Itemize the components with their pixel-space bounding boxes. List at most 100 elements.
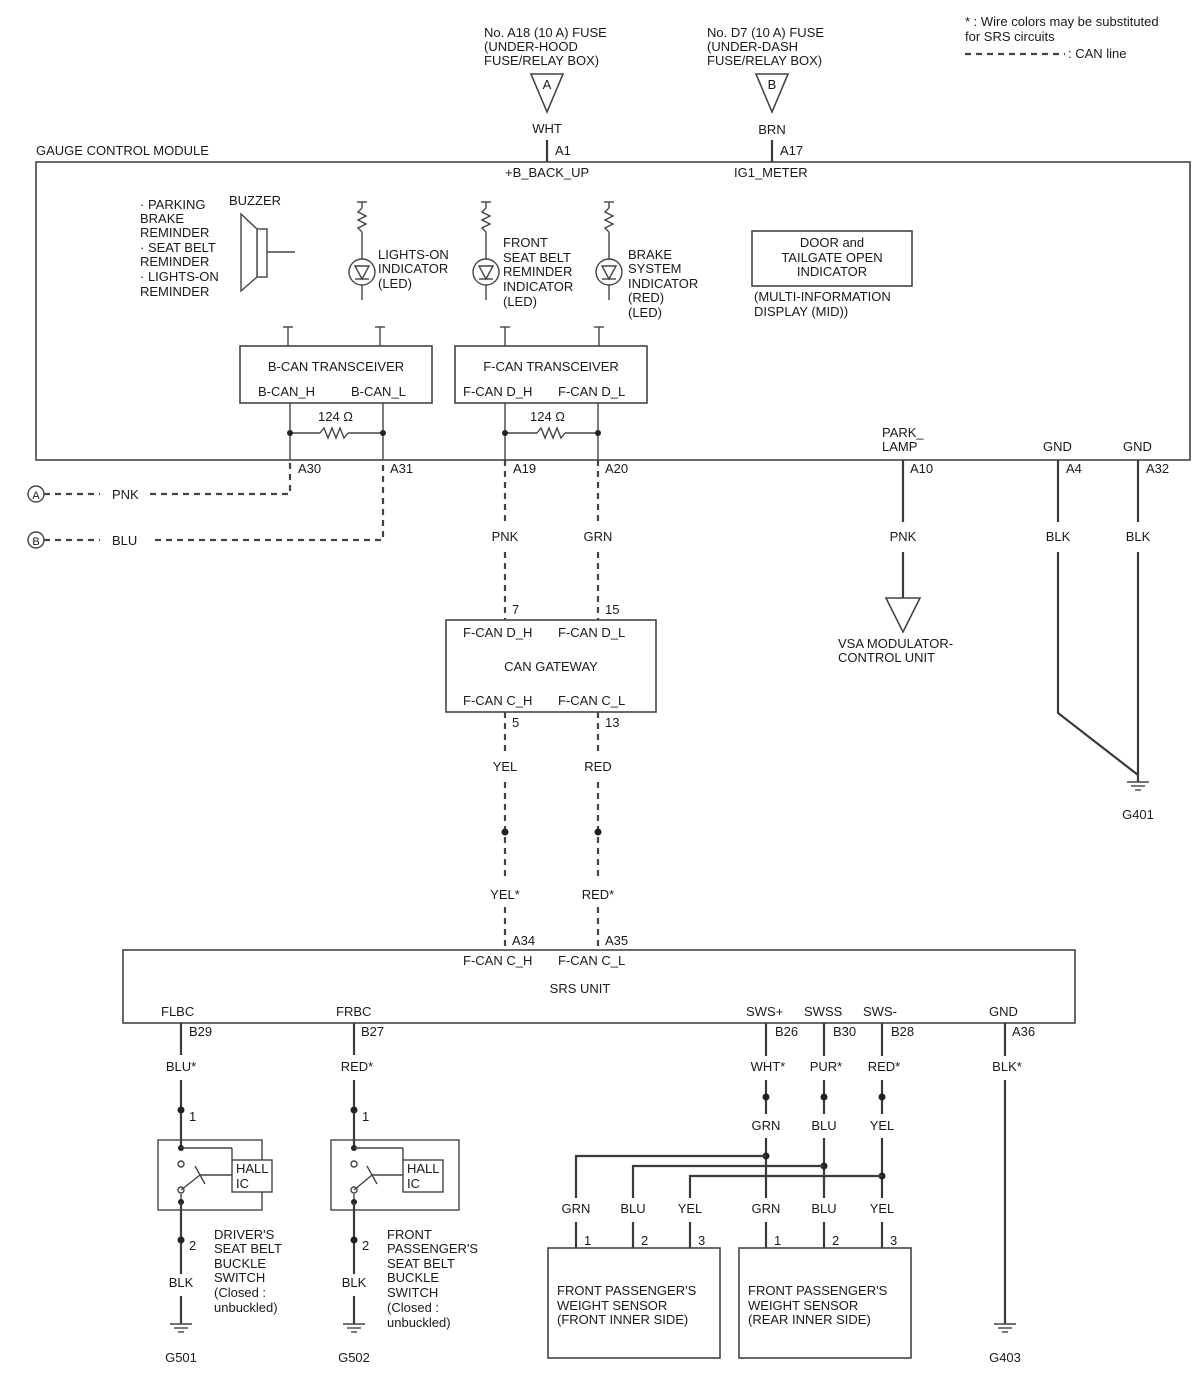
ground-g502-label: G502 bbox=[338, 1350, 370, 1365]
pin-a32: A32 bbox=[1146, 461, 1169, 476]
mid-label: (MULTI-INFORMATION DISPLAY (MID)) bbox=[754, 289, 891, 319]
passenger-hall-label-1: HALL bbox=[407, 1161, 440, 1176]
vsa-label: VSA MODULATOR- CONTROL UNIT bbox=[838, 636, 953, 665]
wire-yel-color: YEL bbox=[493, 759, 518, 774]
svg-text:DOOR and: DOOR and bbox=[800, 235, 864, 250]
svg-text:(MULTI-INFORMATION: (MULTI-INFORMATION bbox=[754, 289, 891, 304]
svg-text:(UNDER-HOOD: (UNDER-HOOD bbox=[484, 39, 578, 54]
svg-text:(LED): (LED) bbox=[628, 305, 662, 320]
ground-g501-label: G501 bbox=[165, 1350, 197, 1365]
label-ig1-meter: IG1_METER bbox=[734, 165, 808, 180]
wire-b28-yel: YEL bbox=[870, 1118, 895, 1133]
srs-pin-b28: B28 bbox=[891, 1024, 914, 1039]
park-lamp-label: PARK_ LAMP bbox=[882, 425, 924, 454]
bcan-transceiver bbox=[239, 345, 433, 404]
srs-pin-b27: B27 bbox=[361, 1024, 384, 1039]
driver-switch-pin1-dot bbox=[177, 1106, 185, 1114]
rear-sensor-grn: GRN bbox=[752, 1201, 781, 1216]
wire-a31 bbox=[155, 460, 385, 542]
bcan-h-label: B-CAN_H bbox=[258, 384, 315, 399]
rear-sensor-yel: YEL bbox=[870, 1201, 895, 1216]
driver-hall-label-2: IC bbox=[236, 1176, 249, 1191]
srs-flbc-label: FLBC bbox=[161, 1004, 194, 1019]
svg-text:· SEAT BELT: · SEAT BELT bbox=[140, 240, 216, 255]
transceiver-power-stubs bbox=[283, 326, 604, 346]
svg-text:(Closed :: (Closed : bbox=[387, 1300, 439, 1315]
svg-text:(REAR INNER SIDE): (REAR INNER SIDE) bbox=[748, 1312, 871, 1327]
svg-text:BUCKLE: BUCKLE bbox=[387, 1270, 439, 1285]
svg-text:(UNDER-DASH: (UNDER-DASH bbox=[707, 39, 798, 54]
svg-text:FRONT: FRONT bbox=[503, 235, 548, 250]
svg-text:INDICATOR: INDICATOR bbox=[378, 261, 448, 276]
front-sensor-blu: BLU bbox=[620, 1201, 645, 1216]
fcan-title: F-CAN TRANSCEIVER bbox=[483, 359, 619, 374]
wire-b30-blu: BLU bbox=[811, 1118, 836, 1133]
svg-text:(FRONT INNER SIDE): (FRONT INNER SIDE) bbox=[557, 1312, 688, 1327]
svg-text:(LED): (LED) bbox=[378, 276, 412, 291]
splice-b26 bbox=[762, 1093, 770, 1101]
pin-a4: A4 bbox=[1066, 461, 1082, 476]
svg-text:BRAKE: BRAKE bbox=[628, 247, 672, 262]
splice-b28 bbox=[878, 1093, 886, 1101]
ground-g403-icon bbox=[994, 1323, 1016, 1333]
svg-text:SEAT BELT: SEAT BELT bbox=[503, 250, 571, 265]
pin-a19: A19 bbox=[513, 461, 536, 476]
passenger-switch-pin2: 2 bbox=[362, 1238, 369, 1253]
passenger-switch-symbol-icon bbox=[350, 1145, 444, 1205]
wire-a10-color: PNK bbox=[890, 529, 917, 544]
wire-b29-color: BLU* bbox=[166, 1059, 196, 1074]
gauge-control-module bbox=[35, 161, 1191, 461]
svg-text:SWITCH: SWITCH bbox=[214, 1270, 265, 1285]
svg-text:· PARKING: · PARKING bbox=[140, 197, 206, 212]
gnd-a32-label: GND bbox=[1123, 439, 1152, 454]
srs-pin-b26: B26 bbox=[775, 1024, 798, 1039]
svg-text:No. D7 (10 A) FUSE: No. D7 (10 A) FUSE bbox=[707, 25, 824, 40]
svg-text:PASSENGER'S: PASSENGER'S bbox=[387, 1241, 478, 1256]
vsa-connector-icon bbox=[884, 597, 922, 634]
note-line1: * : Wire colors may be substituted bbox=[965, 14, 1159, 29]
bcan-title: B-CAN TRANSCEIVER bbox=[268, 359, 404, 374]
wire-front-grn-branch bbox=[574, 1154, 766, 1198]
fuse-a-connector-icon bbox=[529, 73, 565, 115]
gateway-pin-5: 5 bbox=[512, 715, 519, 730]
ground-g401-icon bbox=[1127, 781, 1149, 791]
svg-text:FUSE/RELAY BOX): FUSE/RELAY BOX) bbox=[707, 53, 822, 68]
bcan-resistor-value: 124 Ω bbox=[318, 409, 353, 424]
svg-text:LIGHTS-ON: LIGHTS-ON bbox=[378, 247, 449, 262]
note-line2: for SRS circuits bbox=[965, 29, 1055, 44]
svg-text:SEAT BELT: SEAT BELT bbox=[387, 1256, 455, 1271]
svg-text:(LED): (LED) bbox=[503, 294, 537, 309]
svg-text:WEIGHT SENSOR: WEIGHT SENSOR bbox=[557, 1298, 667, 1313]
svg-text:SYSTEM: SYSTEM bbox=[628, 261, 681, 276]
pin-a30: A30 bbox=[298, 461, 321, 476]
can-gateway bbox=[445, 619, 657, 713]
srs-gnd-label: GND bbox=[989, 1004, 1018, 1019]
srs-pin-a34: A34 bbox=[512, 933, 535, 948]
svg-text:DISPLAY (MID)): DISPLAY (MID)) bbox=[754, 304, 848, 319]
svg-text:BRAKE: BRAKE bbox=[140, 211, 184, 226]
passenger-switch-pin1: 1 bbox=[362, 1109, 369, 1124]
bcan-terminator-resistor bbox=[287, 403, 386, 460]
front-sensor-pin1: 1 bbox=[584, 1233, 591, 1248]
passenger-switch-pin1-dot bbox=[350, 1106, 358, 1114]
ext-connector-a-letter: A bbox=[32, 490, 40, 502]
srs-pin-b29: B29 bbox=[189, 1024, 212, 1039]
svg-text:LAMP: LAMP bbox=[882, 439, 917, 454]
fuse-b-connector-icon bbox=[754, 73, 790, 115]
gateway-pin-15: 15 bbox=[605, 602, 619, 617]
svg-text:BUCKLE: BUCKLE bbox=[214, 1256, 266, 1271]
svg-text:(Closed :: (Closed : bbox=[214, 1285, 266, 1300]
pin-a17: A17 bbox=[780, 143, 803, 158]
wire-b30-color: PUR* bbox=[810, 1059, 843, 1074]
wire-front-blu-branch bbox=[631, 1164, 824, 1198]
wire-b26-color: WHT* bbox=[751, 1059, 786, 1074]
svg-text:REMINDER: REMINDER bbox=[140, 225, 209, 240]
lights-on-led-icon bbox=[348, 201, 376, 300]
seatbelt-indicator-label: FRONT SEAT BELT REMINDER INDICATOR (LED) bbox=[503, 235, 573, 309]
wire-a31-color: BLU bbox=[112, 533, 137, 548]
svg-text:No. A18 (10 A) FUSE: No. A18 (10 A) FUSE bbox=[484, 25, 607, 40]
svg-text:DRIVER'S: DRIVER'S bbox=[214, 1227, 275, 1242]
gateway-ch-label: F-CAN C_H bbox=[463, 693, 532, 708]
wire-a19-color: PNK bbox=[492, 529, 519, 544]
